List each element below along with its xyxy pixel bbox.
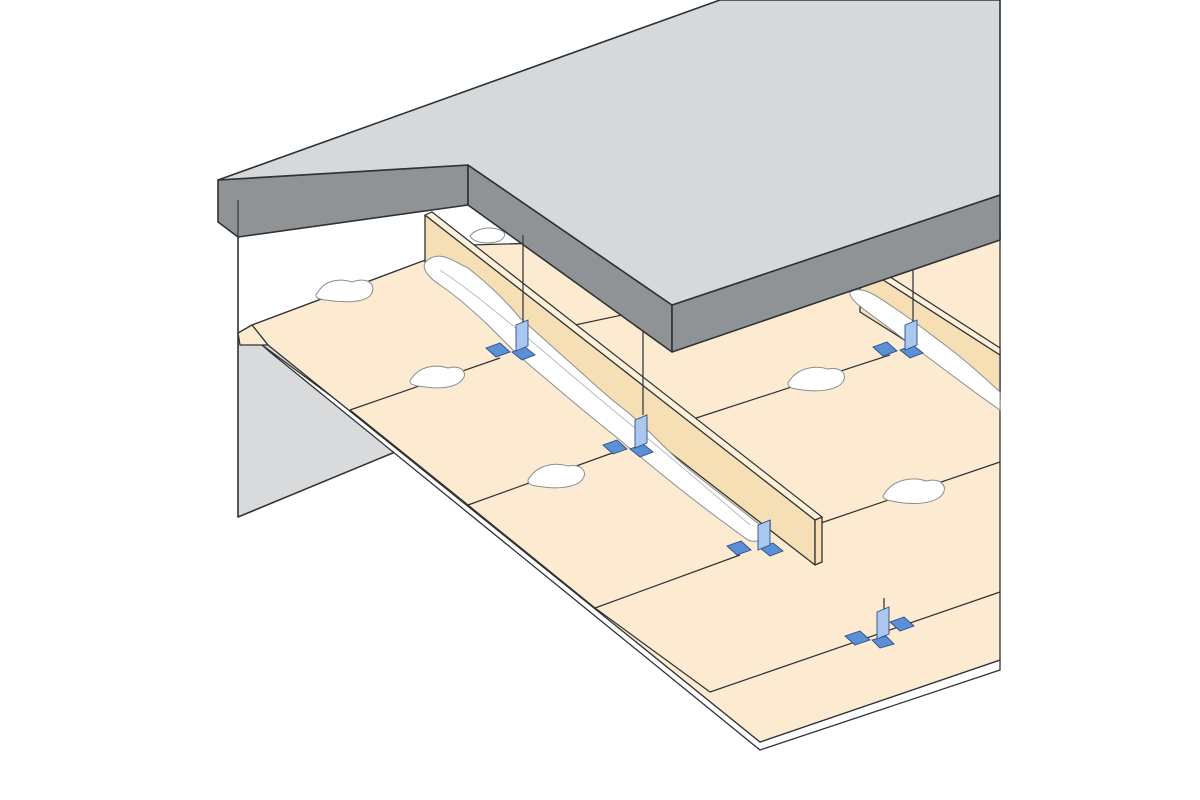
board-joint xyxy=(594,554,741,609)
plate-left-wing xyxy=(485,342,511,358)
plate-left-wing xyxy=(602,439,628,455)
adhesive-dab xyxy=(315,279,374,303)
plate-right-wing xyxy=(889,616,915,632)
adhesive-dab xyxy=(409,365,465,389)
fixing-plate-1 xyxy=(485,319,536,361)
fixing-plate-3 xyxy=(726,519,784,557)
adhesive-dabs xyxy=(315,227,945,504)
adhesive-dab xyxy=(469,227,506,244)
fixing-plate-5 xyxy=(844,606,915,649)
adhesive-dab xyxy=(787,366,845,392)
concrete-slab-top xyxy=(217,0,1001,306)
adhesive-strip xyxy=(849,289,1001,411)
batten-end xyxy=(814,516,823,566)
plate-left-wing xyxy=(726,540,752,556)
plate-left-wing xyxy=(844,630,871,646)
plate-left-wing xyxy=(872,341,898,357)
fixing-plate-4 xyxy=(872,319,924,359)
fixing-plate-2 xyxy=(602,414,654,458)
board-left-tab xyxy=(237,324,269,346)
plate-upright xyxy=(757,519,771,551)
adhesive-dab xyxy=(882,478,945,504)
adhesive-dab xyxy=(527,463,585,489)
adhesive-along-batten xyxy=(423,255,1001,542)
plate-upright xyxy=(515,319,529,352)
board-joint xyxy=(349,409,469,506)
plate-upright xyxy=(876,606,890,640)
board-joint xyxy=(594,607,711,693)
plate-upright xyxy=(634,414,648,449)
board-joint xyxy=(467,504,596,609)
plate-upright xyxy=(904,319,918,351)
adhesive-shading xyxy=(439,269,751,526)
